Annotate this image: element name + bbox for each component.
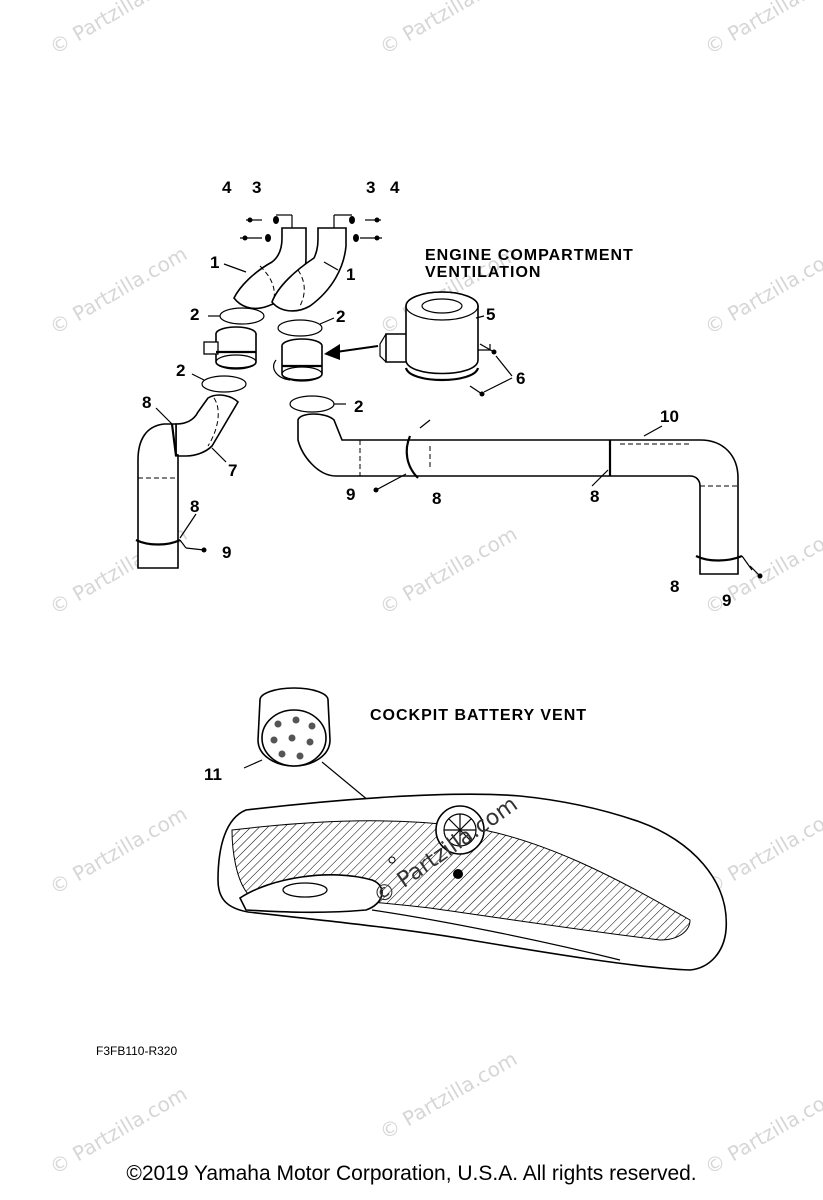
screws-top-right bbox=[333, 214, 382, 242]
callout-2: 2 bbox=[354, 397, 363, 416]
pointer-arrow bbox=[324, 344, 379, 360]
damper-right bbox=[273, 338, 323, 382]
battery-section-title: COCKPIT BATTERY VENT bbox=[370, 707, 587, 724]
callout-6: 6 bbox=[516, 369, 525, 388]
callout-4: 4 bbox=[390, 178, 400, 197]
watermark-text: © Partzilla.com bbox=[46, 0, 192, 59]
intake-hose-left bbox=[135, 394, 240, 569]
callout-8: 8 bbox=[432, 489, 441, 508]
callout-4: 4 bbox=[222, 178, 232, 197]
callout-2: 2 bbox=[336, 307, 345, 326]
callout-8: 8 bbox=[190, 497, 199, 516]
callout-7: 7 bbox=[228, 461, 237, 480]
watermark-text: © Partzilla.com bbox=[46, 241, 192, 339]
blower-screws bbox=[469, 343, 513, 397]
callout-3: 3 bbox=[252, 178, 261, 197]
engine-section-title-line2: VENTILATION bbox=[425, 264, 541, 281]
watermark-text: © Partzilla.com bbox=[376, 0, 522, 59]
callout-9: 9 bbox=[346, 485, 355, 504]
callout-11: 11 bbox=[204, 765, 222, 784]
hose-screw-left bbox=[185, 547, 207, 553]
duct-screws bbox=[373, 473, 763, 579]
battery-vent-cap bbox=[257, 687, 331, 767]
callout-2: 2 bbox=[190, 305, 199, 324]
leader-line bbox=[243, 759, 263, 769]
watercraft-hull bbox=[217, 793, 727, 971]
damper-left bbox=[203, 326, 257, 370]
gasket-ring bbox=[201, 375, 247, 393]
duct-elbow-right bbox=[271, 227, 347, 312]
callout-8: 8 bbox=[590, 487, 599, 506]
screws-top-left bbox=[240, 214, 293, 242]
leader-lines bbox=[155, 261, 663, 539]
gasket-ring bbox=[289, 395, 335, 413]
watermark-text: © Partzilla.com bbox=[376, 521, 522, 619]
ventilation-blower bbox=[379, 291, 491, 382]
callout-8: 8 bbox=[142, 393, 151, 412]
watermark-text: © Partzilla.com bbox=[701, 0, 823, 59]
callout-9: 9 bbox=[222, 543, 231, 562]
figure-code: F3FB110-R320 bbox=[96, 1044, 177, 1058]
copyright-notice: ©2019 Yamaha Motor Corporation, U.S.A. A… bbox=[126, 1162, 697, 1185]
callout-2: 2 bbox=[176, 361, 185, 380]
engine-section-title-line1: ENGINE COMPARTMENT bbox=[425, 247, 634, 264]
watermark-text: © Partzilla.com bbox=[701, 241, 823, 339]
watermark-text: © Partzilla.com bbox=[376, 1046, 522, 1144]
gasket-ring bbox=[219, 307, 265, 325]
gasket-ring bbox=[277, 319, 323, 337]
watermark-layer: © Partzilla.com © Partzilla.com © Partzi… bbox=[46, 0, 823, 1179]
watermark-text: © Partzilla.com bbox=[701, 801, 823, 899]
callout-5: 5 bbox=[486, 305, 495, 324]
callout-8: 8 bbox=[670, 577, 679, 596]
callout-3: 3 bbox=[366, 178, 375, 197]
callout-1: 1 bbox=[210, 253, 219, 272]
watermark-text: © Partzilla.com bbox=[46, 801, 192, 899]
callout-10: 10 bbox=[660, 407, 679, 426]
callout-1: 1 bbox=[346, 265, 355, 284]
exhaust-duct-long bbox=[297, 413, 753, 575]
callout-9: 9 bbox=[722, 591, 731, 610]
